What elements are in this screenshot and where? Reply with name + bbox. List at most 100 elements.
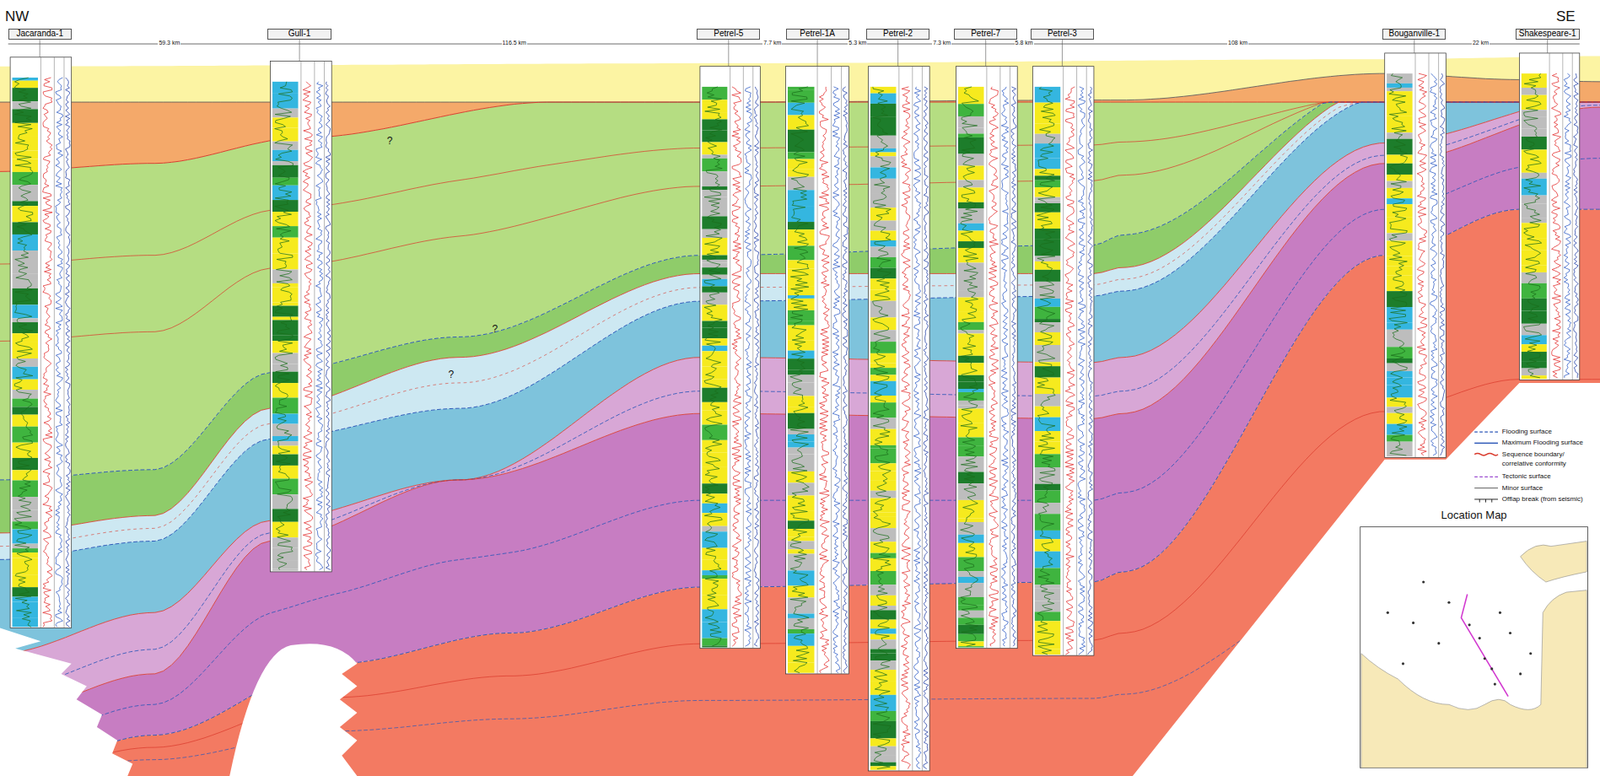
log-curve (744, 86, 752, 647)
lithology-bed (1386, 232, 1412, 241)
lithology-bed (1521, 344, 1547, 352)
well-column (270, 61, 333, 572)
lithology-bed (1386, 216, 1412, 233)
map-well-dot (1478, 636, 1482, 640)
lithology-bed (1521, 87, 1547, 96)
lithology-bed (870, 363, 896, 368)
legend-sample (1474, 498, 1498, 500)
lithology-bed (870, 329, 896, 342)
log-track (323, 61, 325, 572)
lithology-bed (1386, 188, 1412, 199)
lithology-bed (12, 101, 38, 109)
lithology-bed (787, 259, 815, 269)
log-track (1549, 53, 1551, 380)
lithology-bed (272, 465, 298, 480)
lithology-bed (701, 255, 728, 260)
lithology-bed (1521, 172, 1547, 179)
well-tie-line (299, 38, 301, 62)
lithology-bed (1521, 160, 1547, 173)
lithology-bed (1034, 322, 1061, 333)
lithology-bed (958, 339, 984, 356)
lithology-bed (870, 135, 896, 149)
lithology-bed (958, 166, 984, 172)
well-header: Bouganville-1 (1382, 28, 1446, 40)
lithology-bed (12, 366, 38, 380)
log-curve (1077, 86, 1086, 655)
log-track (817, 66, 819, 674)
lithology-bed (1034, 123, 1061, 135)
lithology-bed (870, 634, 896, 641)
lithology-bed (958, 445, 984, 457)
legend-sample (1474, 476, 1498, 478)
lithology-bed (1521, 272, 1547, 284)
lithology-bed (787, 269, 815, 287)
lithology-bed (787, 115, 815, 130)
lithology-bed (701, 425, 728, 441)
well-tie-line (985, 38, 986, 67)
lithology-bed (1521, 129, 1547, 137)
lithology-bed (870, 353, 896, 364)
legend-sample (1474, 487, 1498, 489)
lithology-bed (787, 613, 815, 618)
log-curve (1439, 73, 1445, 456)
legend-text: Tectonic surface (1502, 471, 1587, 481)
lithology-bed (1521, 98, 1547, 110)
legend-text: Sequence boundary/ correlative conformit… (1502, 449, 1587, 469)
surface-line (0, 102, 1600, 534)
lithology-bed (12, 274, 38, 280)
log-curve (1563, 73, 1571, 378)
lithology-bed (1386, 139, 1412, 156)
lithology-bed (1386, 290, 1412, 308)
log-track (985, 66, 987, 649)
lithology-bed (12, 234, 38, 251)
lithology-bed (272, 81, 298, 94)
lithology-bed (1034, 430, 1061, 442)
lithology-bed (958, 422, 984, 437)
well-name: Petrel-7 (970, 28, 1001, 38)
well-tie-line (1546, 38, 1548, 54)
lithology-bed (958, 571, 984, 577)
log-curve (325, 81, 331, 571)
log-curve (1389, 73, 1408, 456)
lithology-bed (12, 426, 38, 443)
lithology-bed (958, 116, 984, 129)
log-curve (1036, 86, 1056, 655)
well-header: Petrel-2 (866, 28, 930, 40)
lithology-bed (958, 154, 984, 167)
lithology-bed (272, 479, 298, 496)
lithology-bed (1521, 368, 1547, 377)
lithology-bed (958, 322, 984, 331)
lithology-bed (958, 137, 984, 155)
lithology-bed (12, 529, 38, 545)
lithology-bed (272, 441, 298, 446)
lithology-bed (1386, 358, 1412, 364)
log-curve (1065, 86, 1076, 655)
lithology-bed (958, 400, 984, 406)
map-land (1361, 590, 1587, 769)
lithology-bed (1386, 406, 1412, 413)
lithology-bed (701, 531, 728, 548)
lithology-bed (701, 292, 728, 305)
lithology-bed (12, 279, 38, 289)
lithology-bed (958, 86, 984, 104)
distance-line (8, 43, 1580, 45)
lithology-bed (787, 340, 815, 351)
well-header: Petrel-3 (1030, 28, 1094, 40)
log-curve (872, 86, 892, 770)
lithology-bed (12, 205, 38, 222)
lithology-bed (1034, 567, 1061, 585)
lithology-bed (787, 168, 815, 177)
lithology-bed (1521, 178, 1547, 196)
lithology-bed (1034, 168, 1061, 176)
legend-sample (1474, 442, 1498, 444)
well-header: Jacaranda-1 (8, 28, 72, 40)
well-name: Petrel-2 (883, 28, 913, 38)
lithology-bed (1386, 204, 1412, 217)
map-well-dot (1529, 651, 1532, 655)
lithology-bed (701, 387, 728, 403)
lithology-bed (272, 569, 298, 572)
lithology-bed (701, 328, 728, 340)
lithology-bed (870, 257, 896, 269)
lithology-bed (870, 680, 896, 695)
